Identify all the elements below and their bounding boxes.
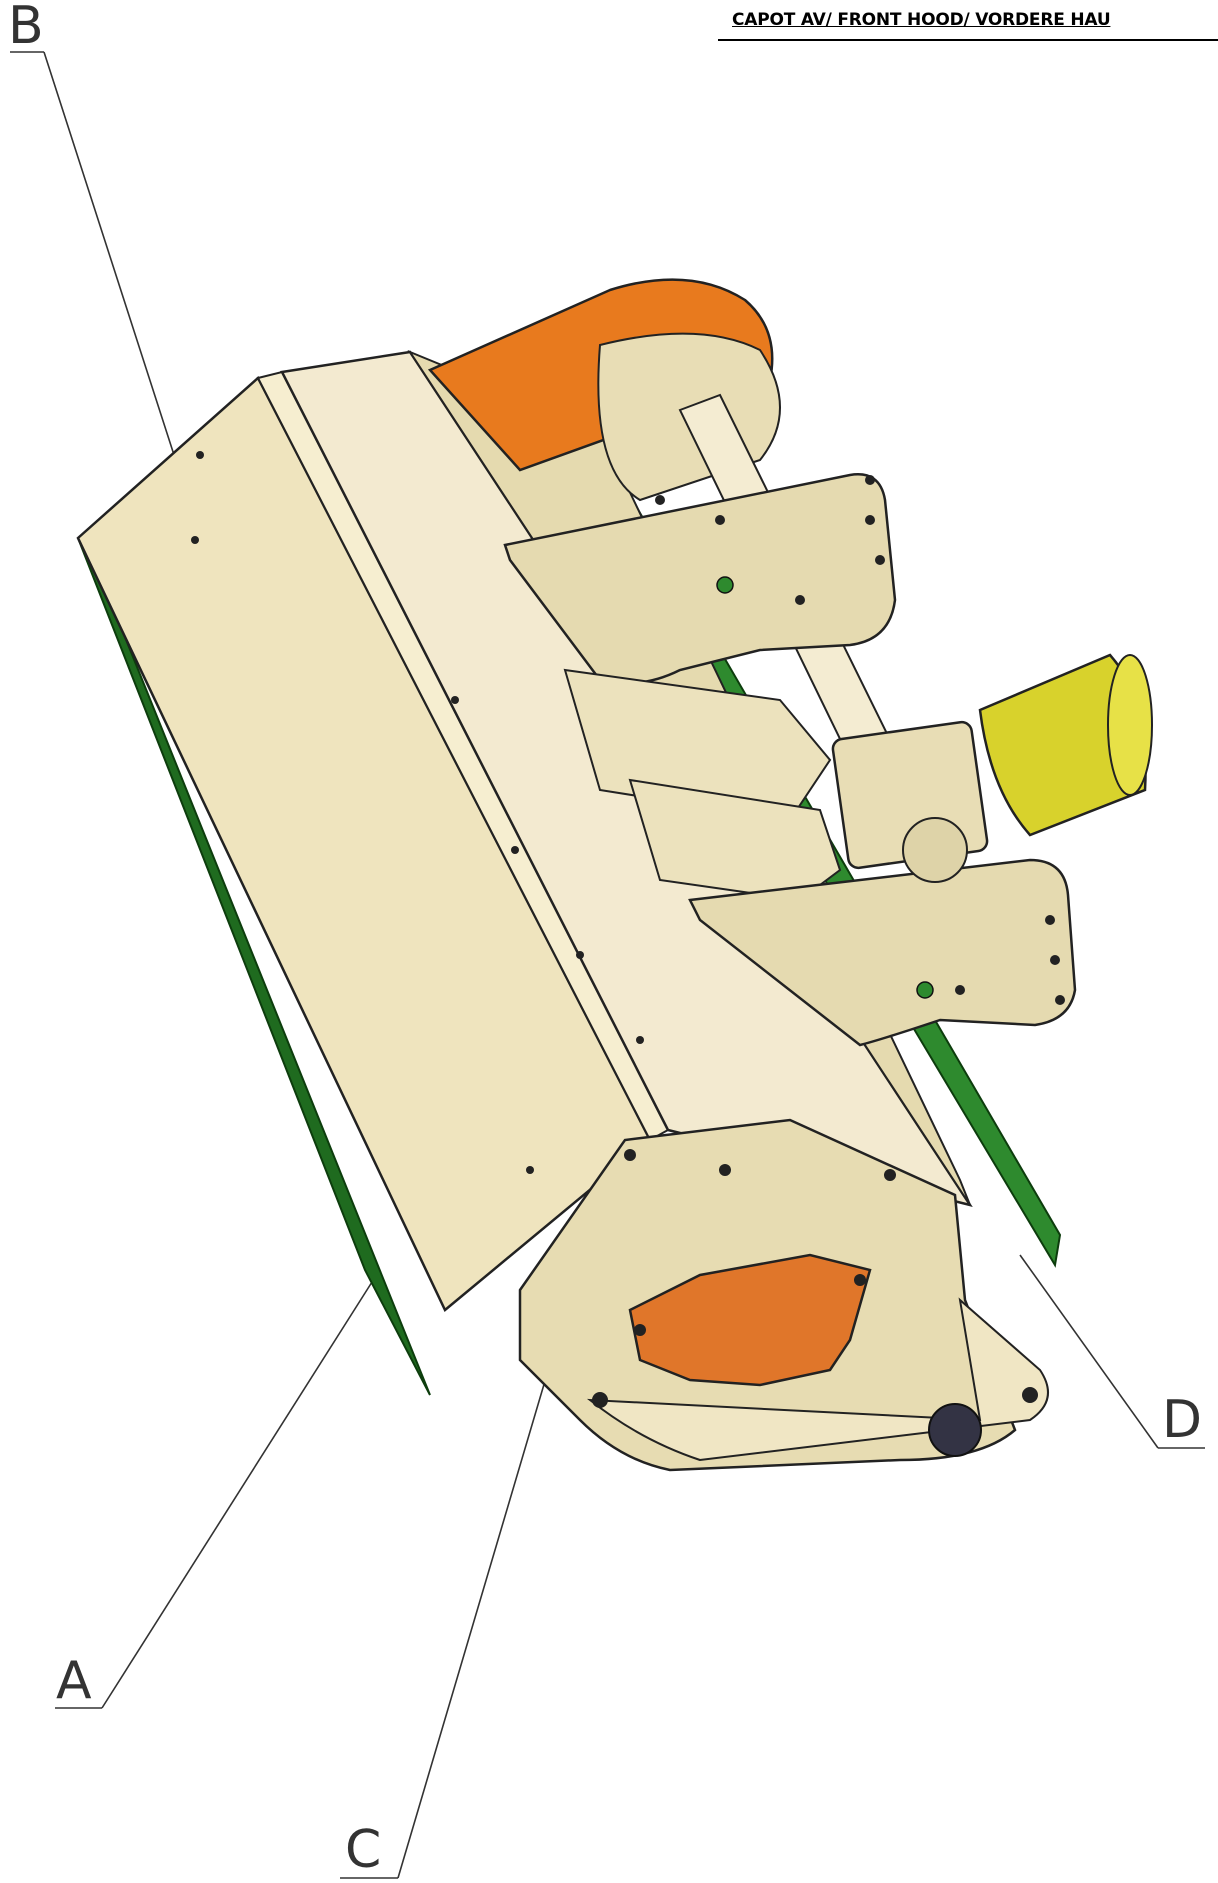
- bolt-holes: [191, 451, 1065, 1408]
- roller-bearing: [928, 1403, 982, 1457]
- leader-line-a-diag: [101, 1281, 373, 1709]
- page-title: CAPOT AV/ FRONT HOOD/ VORDERE HAU: [732, 10, 1111, 30]
- callout-label-a: A: [56, 1651, 92, 1711]
- callout-label-b: B: [8, 0, 44, 56]
- lower-hitch-bracket: [688, 858, 1077, 1047]
- gearbox-output-ring: [902, 817, 968, 883]
- pto-guard-rim: [1107, 654, 1153, 796]
- title-underline: [718, 39, 1218, 41]
- callout-label-d: D: [1162, 1390, 1203, 1450]
- leader-line-d-diag: [1019, 1254, 1159, 1449]
- callout-label-c: C: [345, 1820, 382, 1880]
- lower-grease-nipple: [916, 981, 934, 999]
- belt-cover-bottom: [628, 1253, 872, 1387]
- upper-grease-nipple: [716, 576, 734, 594]
- leader-line-b-diag: [43, 51, 196, 521]
